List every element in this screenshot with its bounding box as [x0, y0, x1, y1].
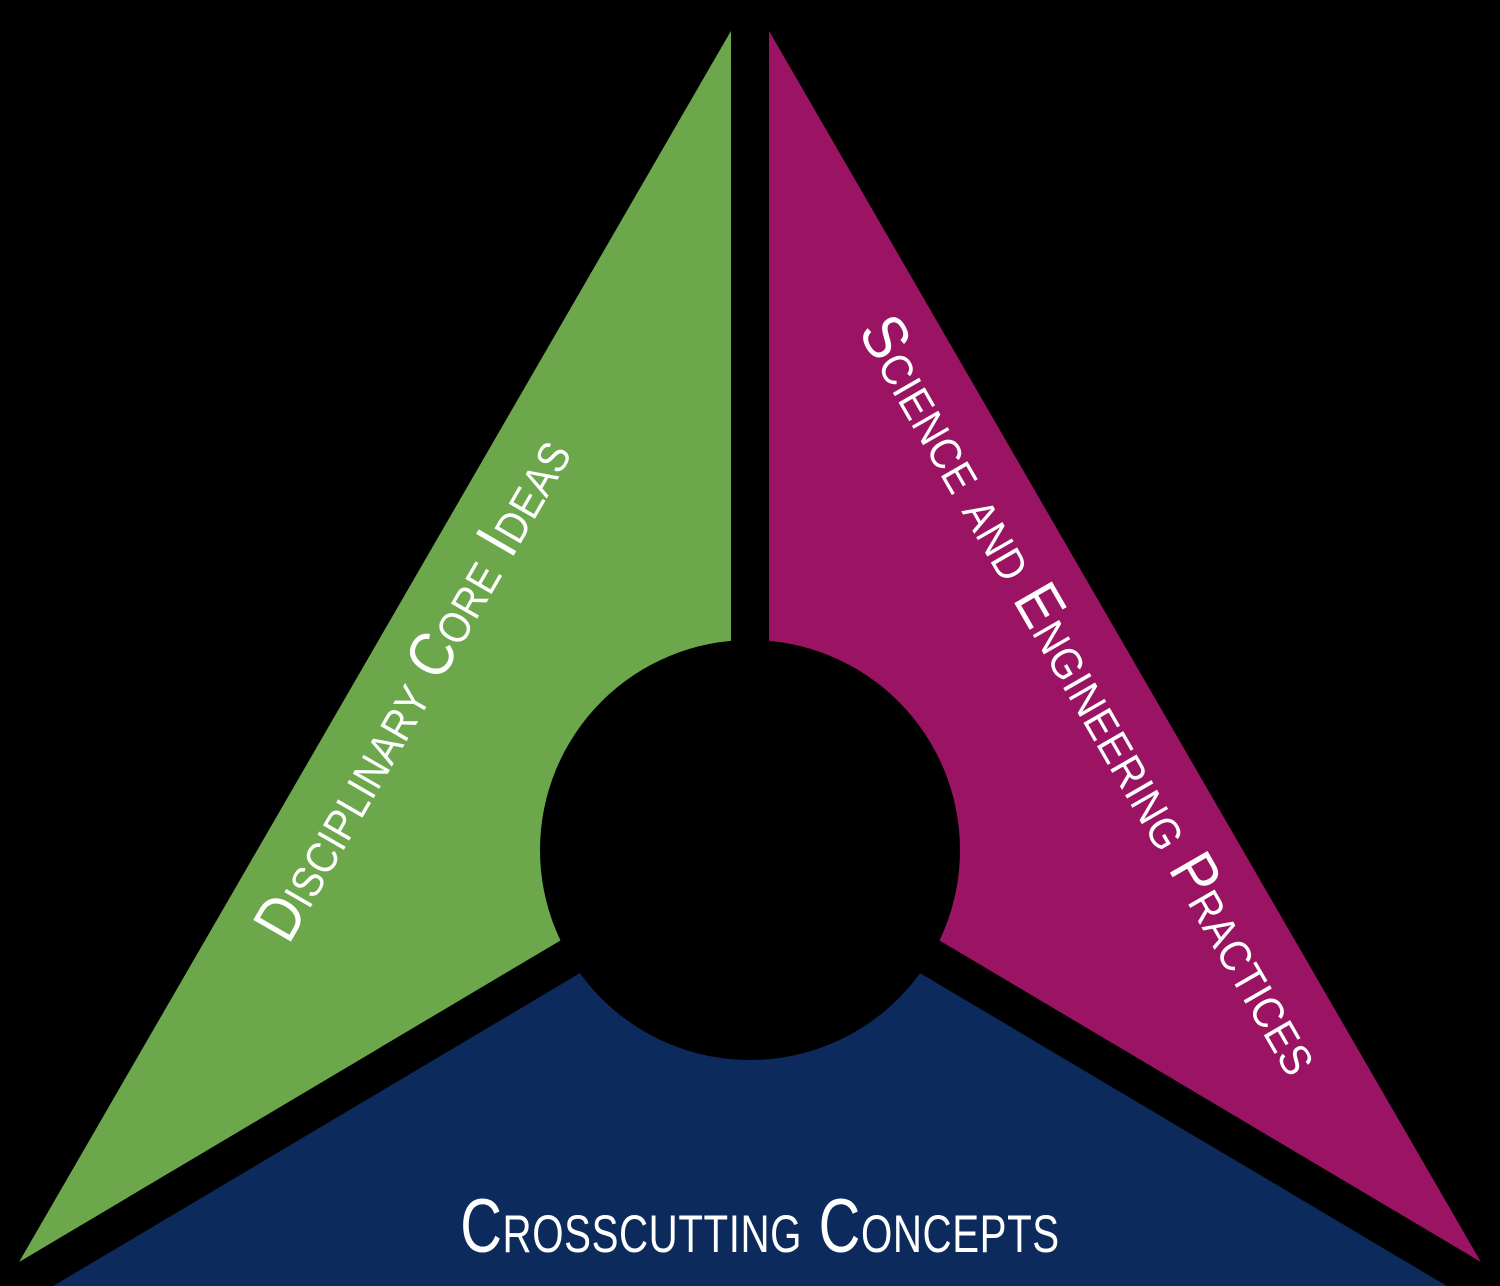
wedge-disciplinary-core-ideas — [5, 0, 750, 1286]
center-hole — [540, 640, 960, 1060]
wedge-crosscutting-concepts — [15, 850, 1485, 1286]
wedge-science-and-engineering-practices — [750, 0, 1495, 1286]
label-crosscutting-concepts: Crosscutting Concepts — [460, 1184, 1060, 1269]
